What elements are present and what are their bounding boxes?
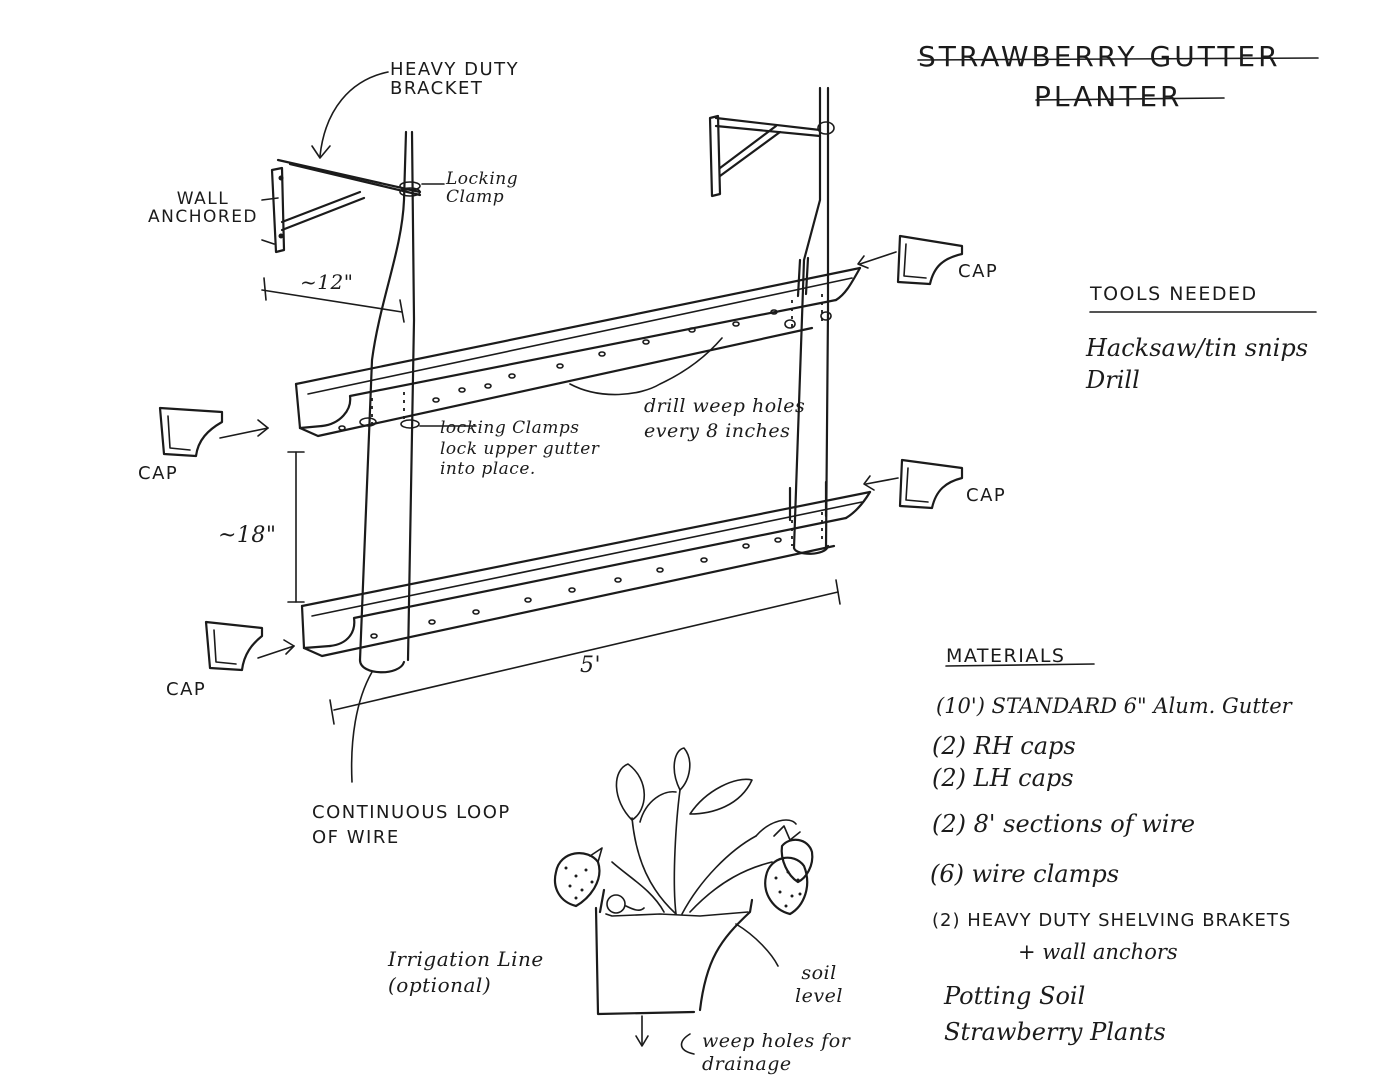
material-item: (2) HEAVY DUTY SHELVING BRAKETS [932,910,1292,931]
dim-5-label: 5' [580,653,602,678]
tool-item: Hacksaw/tin snips [1086,334,1309,362]
heavy-duty-bracket-label: HEAVY DUTY BRACKET [390,59,520,100]
locking-clamp-top-left [400,182,444,196]
cap-lower-right-label: CAP [966,485,1007,506]
title-line-1: STRAWBERRY GUTTER [918,40,1281,73]
weep-holes-leader [570,338,722,395]
continuous-loop-label: CONTINUOUS LOOP OF WIRE [312,802,511,849]
cap-upper-right-label: CAP [958,261,999,282]
irrigation-line-label: Irrigation Line (optional) [388,947,544,997]
cap-lower-right [864,460,962,508]
material-item: + wall anchors [1018,940,1178,964]
right-wire-loop [794,88,828,554]
lower-gutter [302,482,870,656]
title-underlines [918,58,1318,100]
title-line-2: PLANTER [1034,80,1183,113]
cap-upper-left-label: CAP [138,463,179,484]
dim-18-label: ~18" [218,523,277,548]
material-item: (2) 8' sections of wire [932,810,1196,838]
materials-underline [946,664,1094,666]
locking-clamps-note: locking Clamps lock upper gutter into pl… [440,418,600,480]
material-item: (2) LH caps [932,764,1074,792]
dim-12-label: ~12" [300,270,354,294]
upper-gutter [296,258,860,436]
tools-heading: TOOLS NEEDED [1090,283,1258,305]
dim-12-line [262,278,404,322]
right-bracket [710,116,834,196]
dim-18-line [288,452,304,602]
left-wire-loop [360,132,414,672]
cap-upper-left [160,408,268,456]
material-item: Potting Soil [944,982,1086,1010]
loop-leader [352,672,372,782]
weep-holes-drainage-label: weep holes for drainage [702,1030,851,1075]
locking-clamp-label: Locking Clamp [446,169,519,208]
strawberry-detail [555,748,812,1054]
bracket-arrowhead [312,146,330,158]
tool-item: Drill [1086,366,1140,394]
material-item: (2) RH caps [932,732,1076,760]
wall-anchored-label: WALL ANCHORED [148,189,259,228]
material-item: (6) wire clamps [930,860,1120,888]
left-bracket [272,160,420,252]
wall-anchored-leader-2 [262,240,274,244]
material-item: Strawberry Plants [944,1018,1166,1046]
material-item: (10') STANDARD 6" Alum. Gutter [936,694,1292,718]
wall-anchored-leader [262,198,278,200]
soil-level-label: soil level [795,962,843,1007]
drill-weep-holes-note: drill weep holes every 8 inches [644,395,806,442]
materials-heading: MATERIALS [946,645,1066,667]
cap-lower-left-label: CAP [166,679,207,700]
bracket-leader-arrow [320,72,388,156]
cap-lower-left [206,622,294,670]
cap-upper-right [858,236,962,284]
dim-5-line [330,580,840,724]
